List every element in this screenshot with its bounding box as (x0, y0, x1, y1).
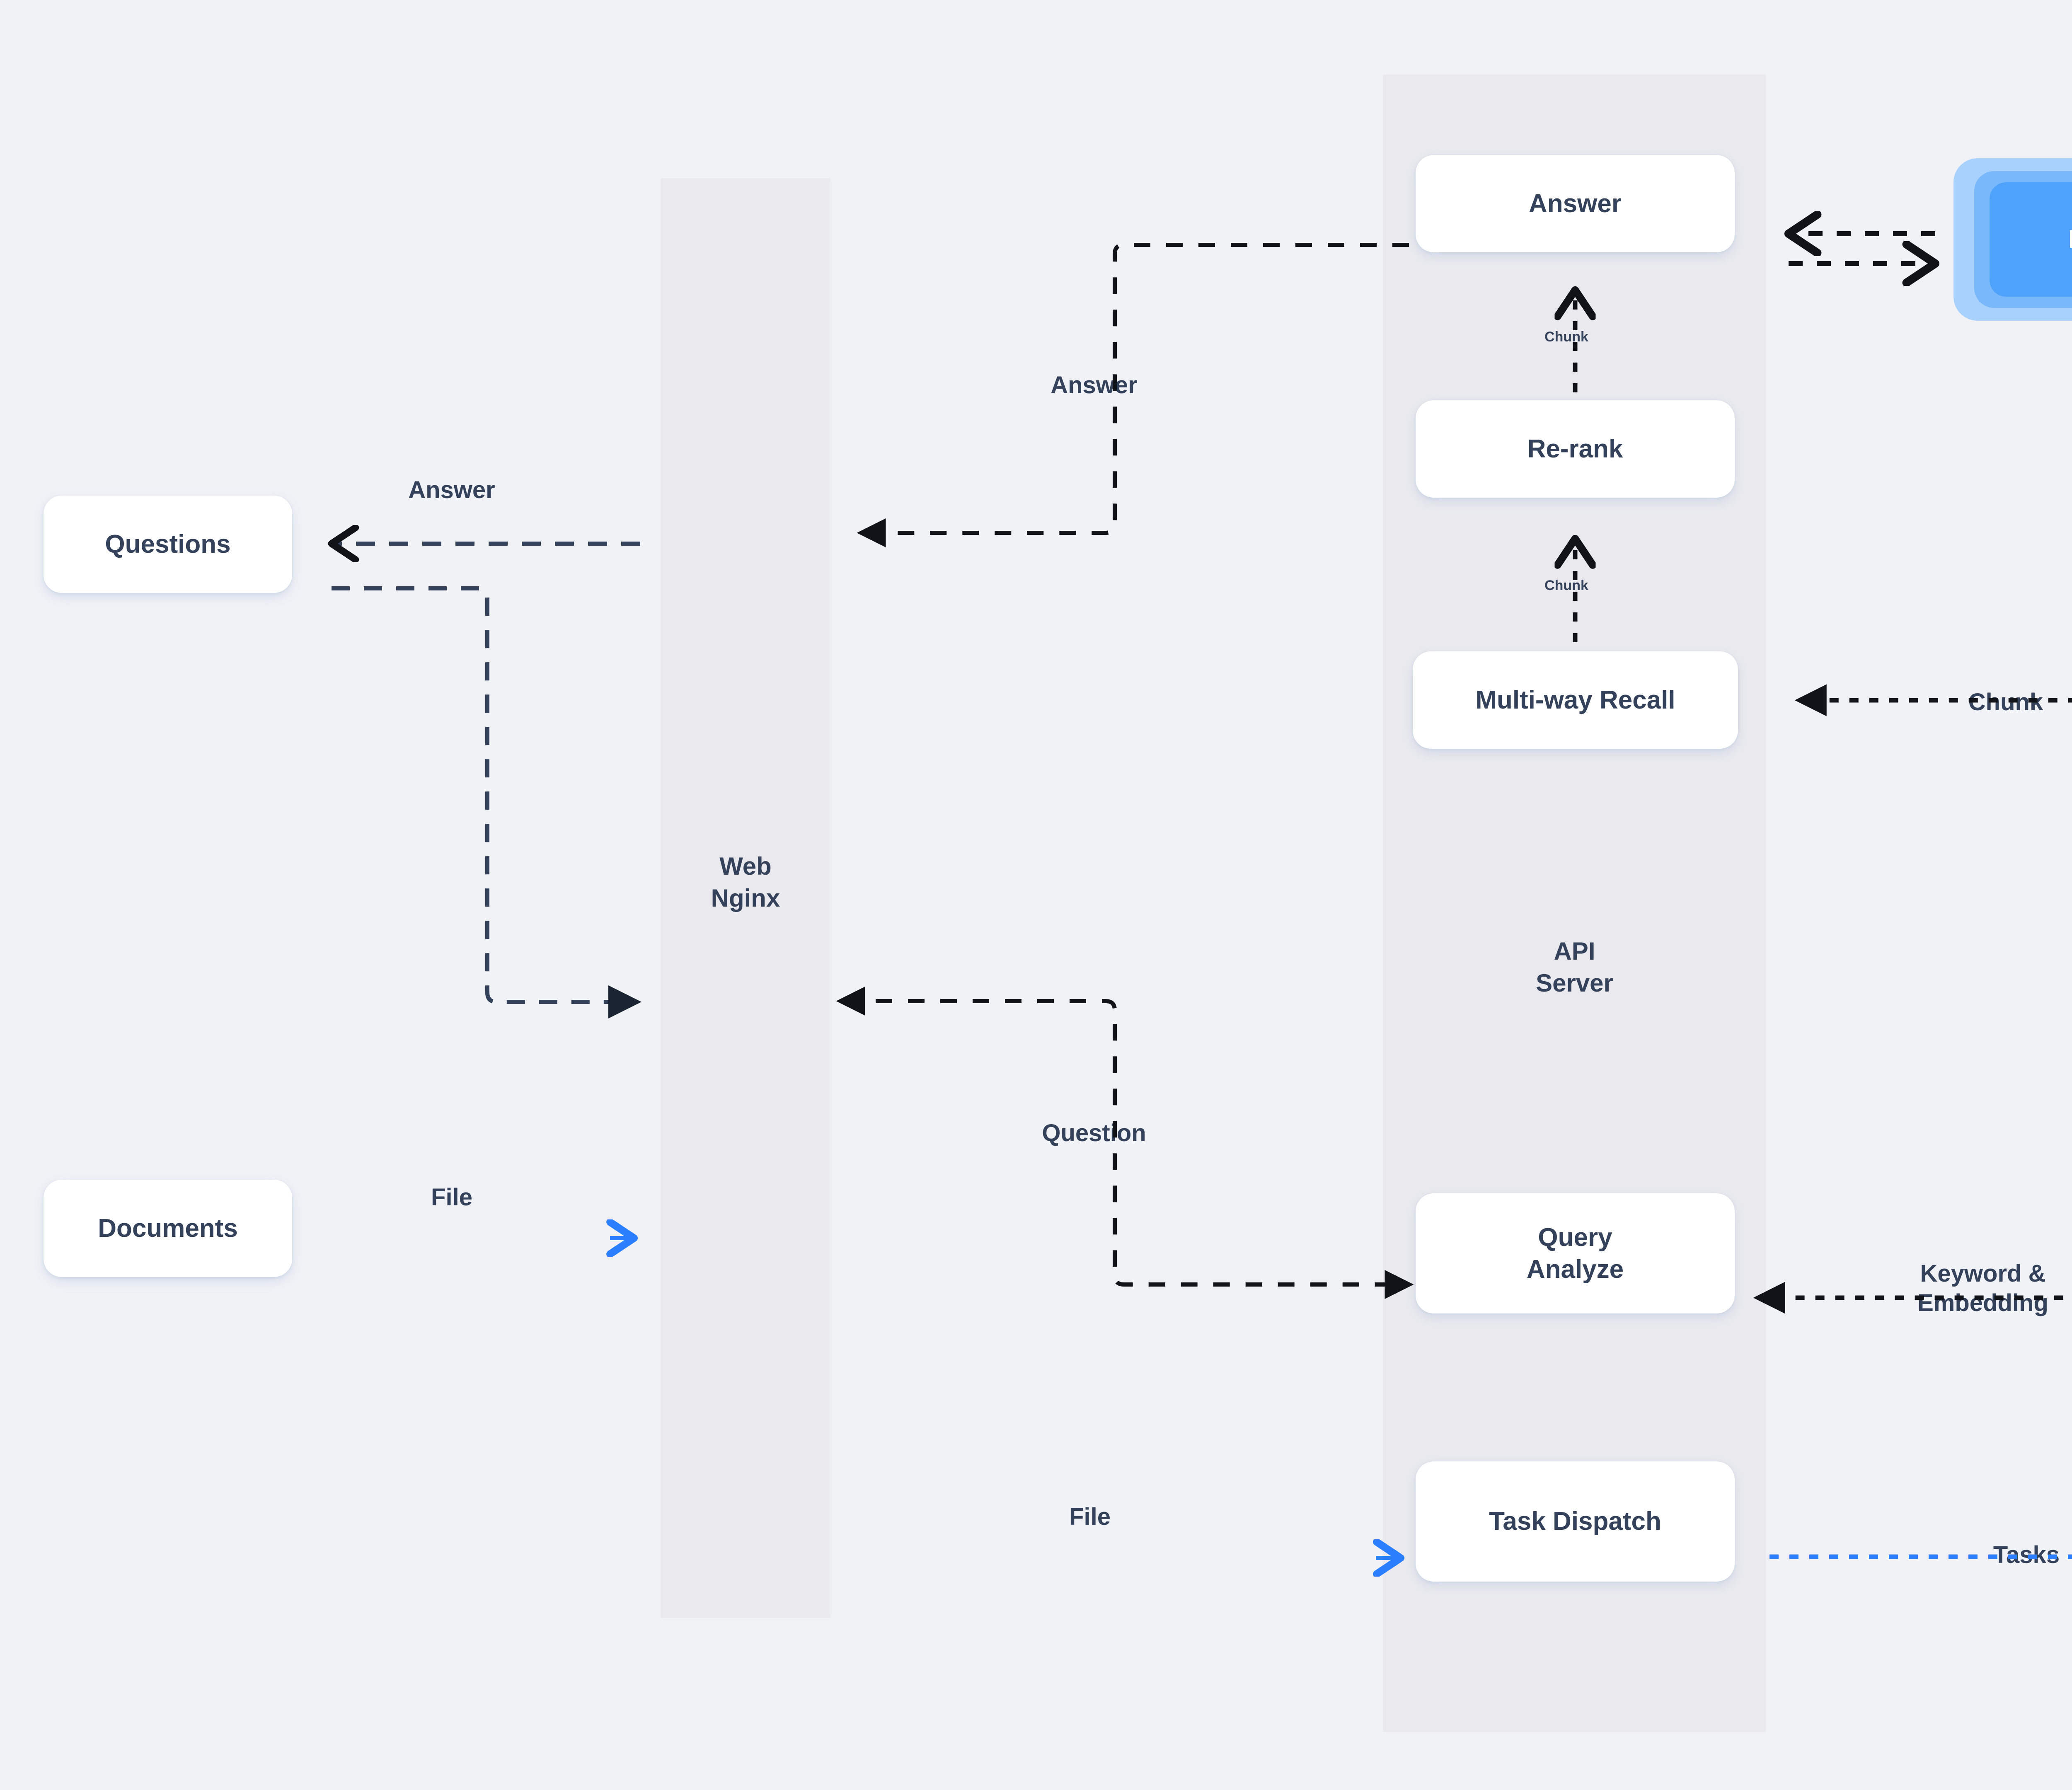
node-llms[interactable]: LLMs (1953, 158, 2072, 321)
edge-label-nginx-to-dispatch-file: File (1069, 1503, 1111, 1530)
edge-questions-to-nginx (332, 586, 641, 1018)
llms-middle-layer: LLMs (1974, 171, 2072, 308)
edge-label-answer-box-to-nginx: Answer (1051, 371, 1138, 399)
node-rerank[interactable]: Re-rank (1416, 400, 1735, 498)
edge-label-documents-file: File (431, 1183, 472, 1211)
node-query-analyze[interactable]: Query Analyze (1416, 1193, 1735, 1313)
edge-label-nginx-to-query: Question (1042, 1119, 1146, 1147)
edge-answer-llms (1789, 234, 1935, 264)
node-questions[interactable]: Questions (44, 496, 292, 593)
edge-label-db-to-multiway-chunk: Chunk (1948, 688, 2064, 717)
node-multiway-recall[interactable]: Multi-way Recall (1413, 651, 1738, 749)
edge-label-answer-to-questions: Answer (408, 476, 495, 503)
edge-dispatch-to-db (1769, 1554, 2072, 1559)
group-label-web-nginx: Web Nginx (711, 852, 780, 912)
node-answer[interactable]: Answer (1416, 155, 1735, 252)
node-documents[interactable]: Documents (44, 1180, 292, 1277)
edge-label-multiway-to-rerank-chunk: Chunk (1544, 578, 1588, 594)
node-task-dispatch[interactable]: Task Dispatch (1416, 1461, 1735, 1582)
group-web-nginx (661, 178, 830, 1618)
edge-label-rerank-to-answer-chunk: Chunk (1544, 329, 1588, 345)
edge-label-dispatch-to-db-tasks: Tasks (1964, 1541, 2072, 1570)
edge-label-db-to-query-keyword-embedding: Keyword & Embedding (1879, 1258, 2072, 1320)
group-label-api-server: API Server (1536, 937, 1613, 997)
llms-inner-layer: LLMs (1990, 182, 2072, 297)
